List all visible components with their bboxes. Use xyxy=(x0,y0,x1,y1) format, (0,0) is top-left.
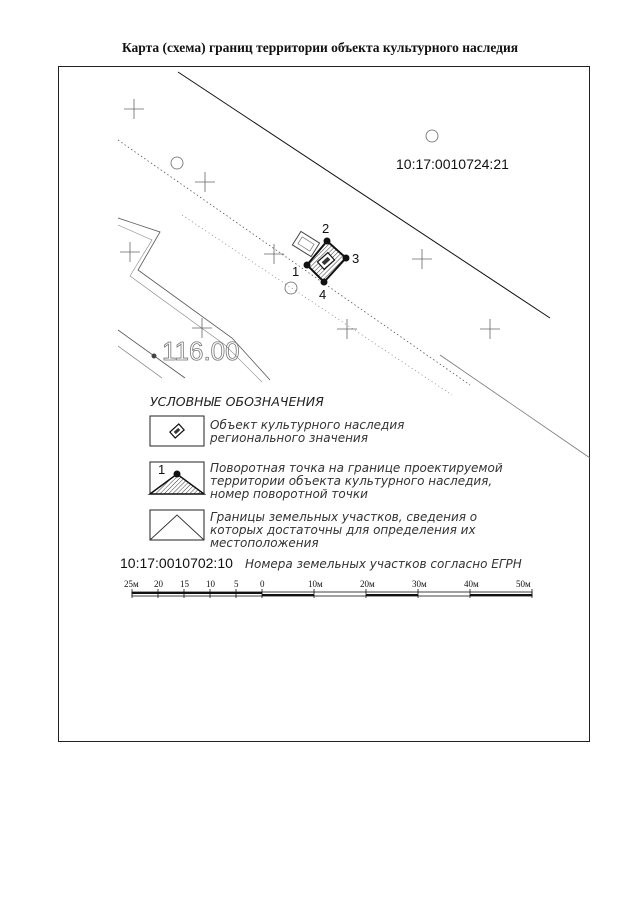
legend-turning-point-number: 1 xyxy=(158,462,165,477)
scale-label-20: 20 xyxy=(154,579,164,589)
survey-cross-5 xyxy=(412,249,432,269)
boundary-point-label-2: 2 xyxy=(322,221,329,236)
boundary-point-label-1: 1 xyxy=(292,264,299,279)
scale-label-5: 5 xyxy=(234,579,239,589)
survey-cross-2 xyxy=(195,172,215,192)
legend-sample-heritage-object xyxy=(149,415,205,447)
parcel-number-main: 10:17:0010724:21 xyxy=(396,156,509,172)
survey-circle-3 xyxy=(284,281,298,295)
parcel-boundary-legend-line xyxy=(149,514,205,541)
turning-point-legend-hatch xyxy=(147,473,207,495)
scale-label-30m: 30м xyxy=(412,579,427,589)
legend-parcel-description: Номера земельных участков согласно ЕГРН xyxy=(245,557,522,571)
elevation-label: 116.00 xyxy=(162,336,240,366)
survey-circle-1 xyxy=(425,129,439,143)
legend-item-1-line-2: регионального значения xyxy=(209,431,368,445)
road-outline-outer xyxy=(117,217,271,381)
legend-item-2-line-2: территории объекта культурного наследия, xyxy=(210,474,492,488)
border-line xyxy=(439,354,591,459)
legend-item-2-line-1: Поворотная точка на границе проектируемо… xyxy=(210,461,503,475)
map-frame xyxy=(58,66,590,742)
page-title: Карта (схема) границ территории объекта … xyxy=(121,40,519,55)
survey-cross-6 xyxy=(337,319,357,339)
scale-label-50m: 50м xyxy=(516,579,531,589)
road-line-lower-2 xyxy=(117,345,163,379)
heritage-object-legend-icon xyxy=(169,423,185,439)
building-outline xyxy=(291,230,321,258)
scale-label-20m: 20м xyxy=(360,579,375,589)
road-line-lower xyxy=(117,329,186,379)
legend-item-1-line-1: Объект культурного наследия xyxy=(210,418,404,432)
scale-label-40m: 40м xyxy=(464,579,479,589)
legend-item-2-line-3: номер поворотной точки xyxy=(210,487,368,501)
legend-item-3-line-3: местоположения xyxy=(210,536,319,550)
survey-cross-4 xyxy=(264,244,284,264)
heritage-object-symbol xyxy=(316,251,336,271)
survey-cross-1 xyxy=(124,99,144,119)
scale-label-25m: 25м xyxy=(124,579,139,589)
boundary-point-label-4: 4 xyxy=(319,287,326,302)
turning-point-legend-dot xyxy=(173,470,181,478)
boundary-point-1 xyxy=(303,261,311,269)
scale-label-0: 0 xyxy=(260,579,265,589)
road-edge-line xyxy=(177,71,551,319)
dotted-boundary-line xyxy=(117,139,471,386)
survey-cross-3 xyxy=(120,242,140,262)
legend-sample-parcel-boundary xyxy=(149,509,205,541)
survey-cross-8 xyxy=(192,318,212,338)
boundary-point-3 xyxy=(342,254,350,262)
road-outline-inner xyxy=(117,224,263,383)
boundary-point-4 xyxy=(320,278,328,286)
scale-label-10: 10 xyxy=(206,579,216,589)
scale-label-10m: 10м xyxy=(308,579,323,589)
scale-label-15: 15 xyxy=(180,579,190,589)
elevation-dot xyxy=(151,353,157,359)
legend-item-3-line-1: Границы земельных участков, сведения о xyxy=(210,510,477,524)
survey-cross-7 xyxy=(480,319,500,339)
survey-circle-2 xyxy=(170,156,184,170)
boundary-point-2 xyxy=(323,237,331,245)
legend-item-3-line-2: которых достаточны для определения их xyxy=(210,523,476,537)
boundary-point-label-3: 3 xyxy=(352,251,359,266)
legend-heading: УСЛОВНЫЕ ОБОЗНАЧЕНИЯ xyxy=(150,394,324,409)
scale-bar: 25м 20 15 10 5 0 10м 20м 30м 40м 50м xyxy=(124,579,533,598)
legend-parcel-sample: 10:17:0010702:10 xyxy=(120,555,233,571)
